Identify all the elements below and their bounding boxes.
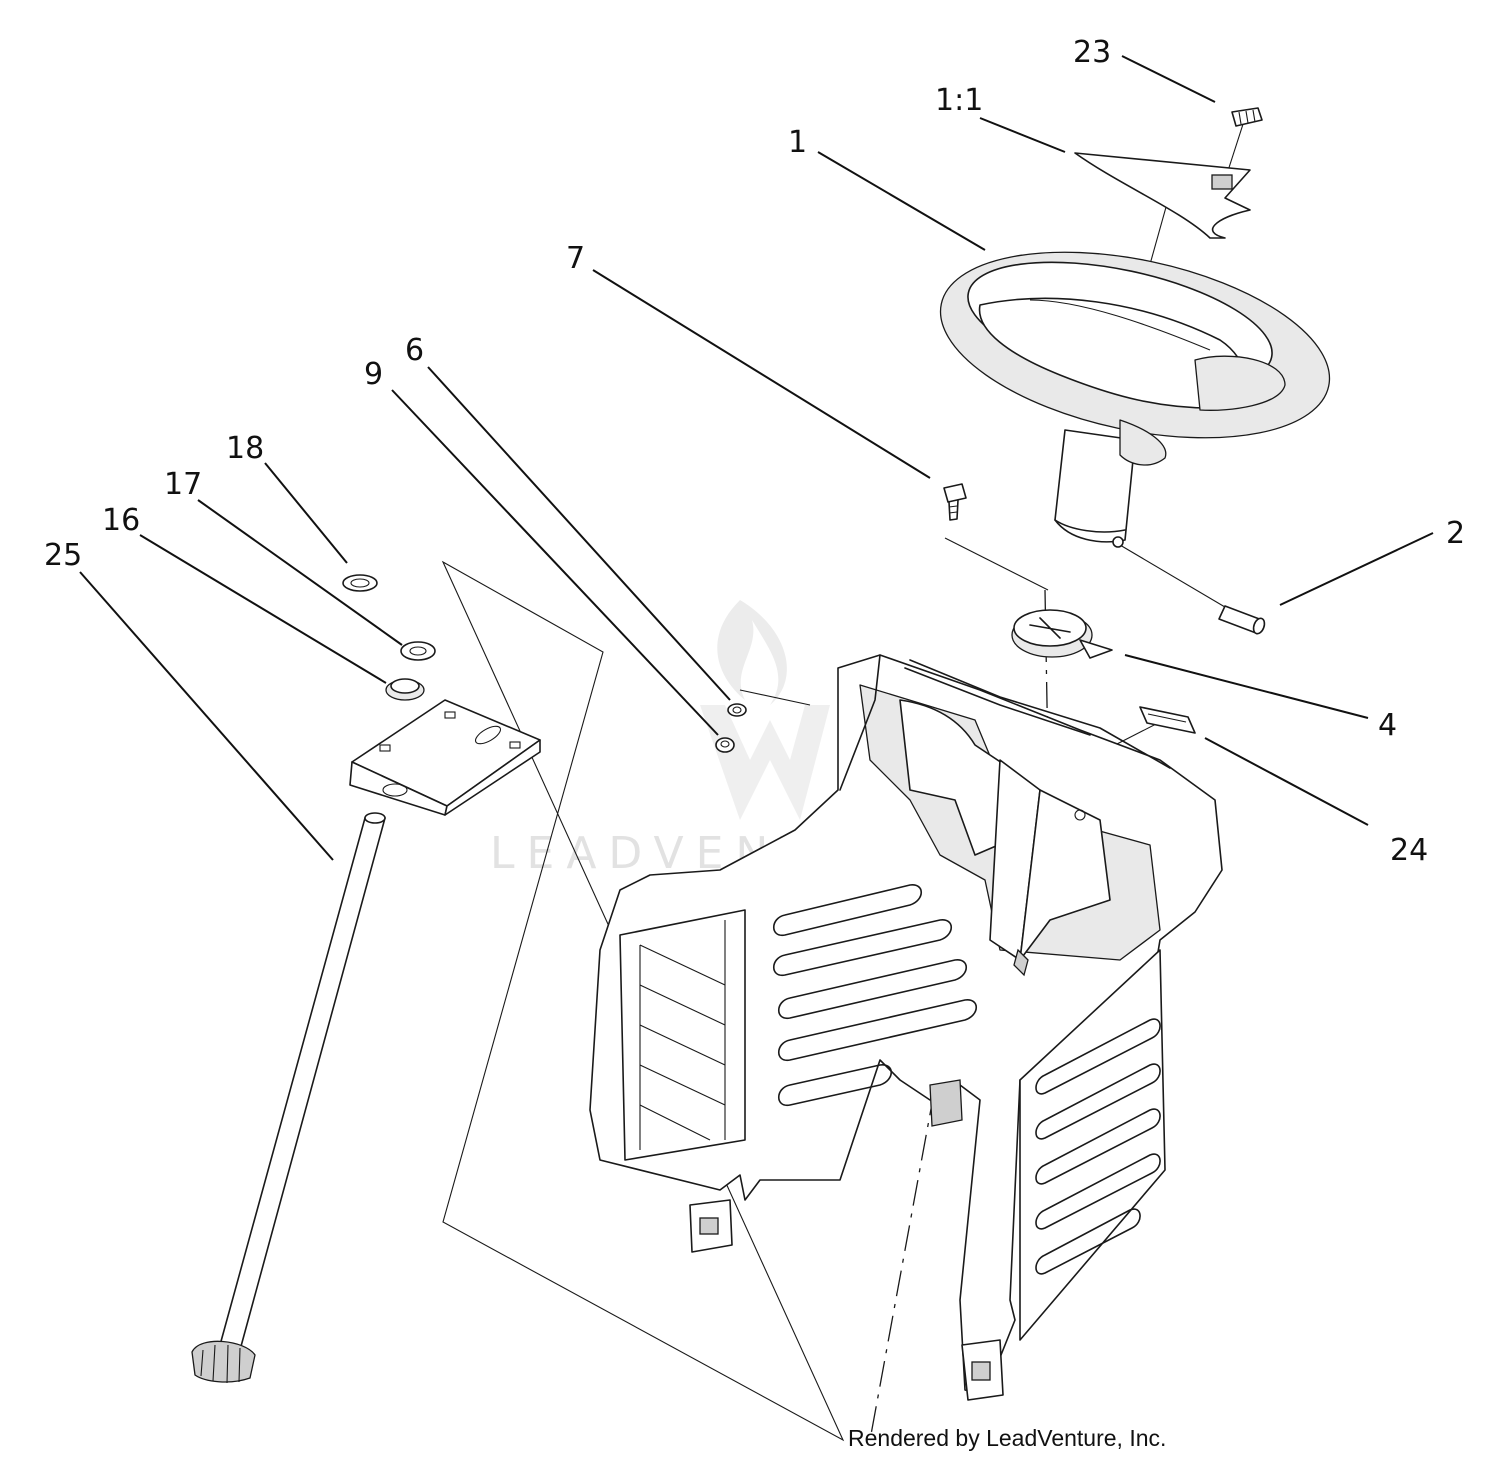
callout-16: 16: [102, 503, 140, 538]
part-1-1-cap: [1074, 152, 1251, 239]
callout-23: 23: [1073, 35, 1111, 70]
part-18-clip-ring: [342, 574, 378, 592]
part-2-roll-pin: [1112, 536, 1266, 635]
part-23-clip: [1231, 107, 1263, 127]
leader-lines: [79, 55, 1434, 861]
leader-23: [1121, 55, 1216, 103]
leader-2: [1279, 532, 1434, 606]
callout-24: 24: [1390, 833, 1428, 868]
callout-9: 9: [364, 357, 383, 392]
console-shroud: [589, 654, 1223, 1401]
mounting-bracket: [349, 699, 541, 816]
callout-17: 17: [164, 467, 202, 502]
left-louver-grille: [619, 909, 746, 1161]
part-24-grommet: [1139, 706, 1196, 734]
watermark-logo-icon: [700, 705, 830, 820]
callout-25: 25: [44, 538, 82, 573]
part-4-bushing: [1011, 609, 1113, 659]
callout-labels: 23 1:1 1 7 6 9 18 17 16 25 2 4 24: [44, 35, 1465, 868]
part-25-steering-shaft: [191, 812, 386, 1384]
part-9-nut: [715, 737, 735, 753]
left-vent-slots: [772, 884, 978, 1106]
watermark-flame-icon: [717, 600, 787, 705]
leader-9: [391, 389, 719, 736]
part-16-bushing: [385, 678, 425, 701]
callout-4: 4: [1378, 708, 1397, 743]
part-7-screw: [943, 483, 967, 521]
leader-7: [592, 269, 931, 479]
leader-4: [1124, 654, 1369, 719]
part-6-nut: [727, 703, 747, 717]
callout-1-1: 1:1: [935, 83, 983, 118]
callout-7: 7: [566, 241, 585, 276]
leader-24: [1204, 737, 1369, 826]
callout-1: 1: [788, 125, 807, 160]
leader-18: [264, 462, 348, 564]
leader-17: [197, 499, 403, 646]
right-vent-slots: [1019, 949, 1166, 1341]
part-17-washer: [400, 641, 436, 661]
callout-6: 6: [405, 333, 424, 368]
leader-6: [427, 366, 731, 701]
part-1-steering-wheel: [939, 251, 1331, 543]
leader-1-1: [979, 117, 1066, 153]
leader-16: [139, 534, 387, 684]
callout-18: 18: [226, 431, 264, 466]
leader-1: [817, 151, 986, 251]
leader-25: [79, 571, 334, 861]
render-credit: Rendered by LeadVenture, Inc.: [848, 1425, 1166, 1451]
callout-2: 2: [1446, 516, 1465, 551]
